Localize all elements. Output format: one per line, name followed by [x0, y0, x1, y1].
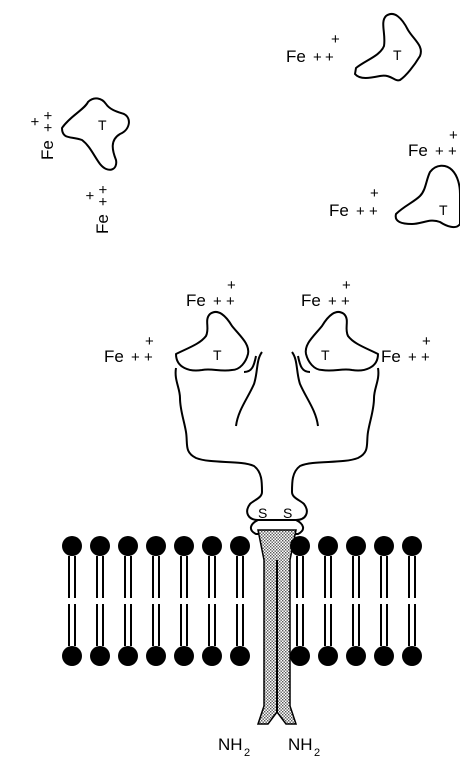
iron-charge-plus: +	[328, 293, 337, 310]
iron-charge-plus: +	[448, 143, 457, 160]
iron-charge-plus: +	[82, 191, 99, 200]
iron-charge-plus: +	[370, 185, 379, 202]
lipid-head	[402, 536, 422, 556]
iron-charge-plus: +	[421, 349, 430, 366]
transmembrane-stalk	[258, 530, 296, 724]
lipid-head	[290, 646, 310, 666]
transferrin-molecule	[396, 166, 460, 227]
bound-transferrin-right: T Fe + + + Fe + + +	[301, 277, 431, 371]
lipid-head	[118, 646, 138, 666]
lipid-head	[230, 646, 250, 666]
iron-label: Fe	[329, 201, 349, 220]
transferrin-symbol: T	[98, 117, 107, 133]
lipid-head	[202, 536, 222, 556]
phospholipid	[118, 536, 138, 666]
lipid-head	[318, 536, 338, 556]
iron-label: Fe	[186, 291, 206, 310]
iron-charge-plus: +	[27, 117, 44, 126]
lipid-head	[346, 536, 366, 556]
disulfide-symbol: S	[258, 505, 267, 521]
iron-label: Fe	[408, 141, 428, 160]
lipid-head	[118, 536, 138, 556]
iron-charge-plus: +	[422, 333, 431, 350]
phospholipid	[318, 536, 338, 666]
iron-label: Fe	[104, 347, 124, 366]
lipid-head	[62, 536, 82, 556]
iron-label: Fe	[93, 214, 112, 234]
iron-charge-plus: +	[144, 349, 153, 366]
free-transferrin-1: T Fe + + +	[286, 14, 421, 80]
iron-charge-plus: +	[131, 349, 140, 366]
transferrin-symbol: T	[393, 47, 402, 63]
lipid-head	[402, 646, 422, 666]
lipid-head	[174, 536, 194, 556]
iron-charge-plus: +	[145, 333, 154, 350]
iron-label: Fe	[38, 140, 57, 160]
phospholipid	[62, 536, 82, 666]
transferrin-molecule	[355, 14, 421, 80]
lipid-head	[62, 646, 82, 666]
phospholipid	[146, 536, 166, 666]
transferrin-symbol: T	[321, 347, 330, 363]
phospholipid	[90, 536, 110, 666]
receptor-subunit-left	[176, 368, 262, 492]
iron-label: Fe	[381, 347, 401, 366]
lipid-head	[146, 646, 166, 666]
iron-charge-plus: +	[369, 203, 378, 220]
bound-transferrin-left: T Fe + + + Fe + + +	[104, 277, 248, 371]
iron-charge-plus: +	[435, 143, 444, 160]
phospholipid	[402, 536, 422, 666]
iron-charge-plus: +	[227, 277, 236, 294]
transferrin-molecule	[306, 312, 378, 371]
iron-charge-plus: +	[226, 293, 235, 310]
lipid-head	[146, 536, 166, 556]
phospholipid	[374, 536, 394, 666]
amino-terminus-base: NH	[288, 735, 313, 754]
disulfide-symbol: S	[283, 505, 292, 521]
iron-charge-plus: +	[342, 277, 351, 294]
lipid-head	[90, 646, 110, 666]
iron-charge-plus: +	[356, 203, 365, 220]
iron-charge-plus: +	[325, 49, 334, 66]
phospholipid	[290, 536, 310, 666]
phospholipid	[346, 536, 366, 666]
amino-terminus-left: NH 2	[218, 735, 250, 759]
transferrin-molecule	[62, 98, 129, 169]
amino-terminus-subscript: 2	[314, 747, 320, 759]
phospholipid	[230, 536, 250, 666]
lipid-head	[318, 646, 338, 666]
iron-charge-plus: +	[313, 49, 322, 66]
iron-label: Fe	[301, 291, 321, 310]
free-transferrin-3: T Fe + + + Fe + + +	[329, 127, 460, 227]
transferrin-symbol: T	[213, 347, 222, 363]
lipid-head	[290, 536, 310, 556]
lipid-head	[374, 646, 394, 666]
amino-terminus-right: NH 2	[288, 735, 320, 759]
disulfide-bond-region: S S	[247, 492, 307, 534]
lipid-bilayer	[62, 536, 422, 666]
amino-terminus-subscript: 2	[244, 747, 250, 759]
lipid-head	[346, 646, 366, 666]
iron-charge-plus: +	[408, 349, 417, 366]
iron-charge-plus: +	[341, 293, 350, 310]
free-transferrin-2: T Fe + + + Fe + + +	[27, 98, 129, 234]
lipid-head	[374, 536, 394, 556]
iron-label: Fe	[286, 47, 306, 66]
iron-charge-plus: +	[213, 293, 222, 310]
lipid-head	[174, 646, 194, 666]
iron-charge-plus: +	[449, 127, 458, 144]
lipid-head	[90, 536, 110, 556]
receptor-subunit-right	[292, 368, 378, 492]
lipid-head	[230, 536, 250, 556]
phospholipid	[202, 536, 222, 666]
amino-terminus-base: NH	[218, 735, 243, 754]
transferrin-symbol: T	[439, 202, 448, 218]
lipid-head	[202, 646, 222, 666]
iron-charge-plus: +	[331, 31, 340, 48]
receptor-extracellular-domain	[176, 352, 379, 492]
phospholipid	[174, 536, 194, 666]
